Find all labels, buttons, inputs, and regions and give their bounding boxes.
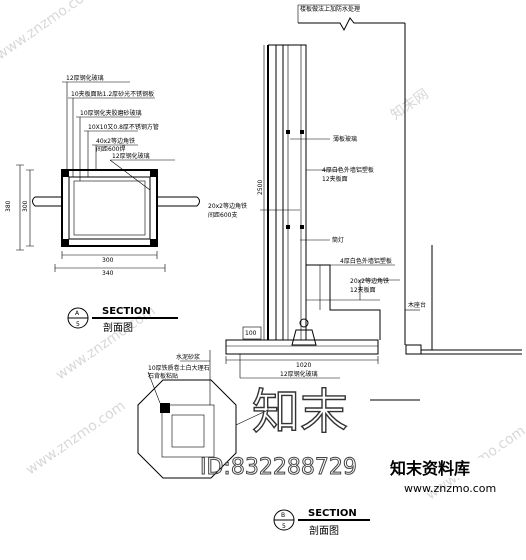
note-b-5: 20x2等边角铁 — [208, 202, 247, 210]
watermark-big-text: 知末 — [252, 384, 348, 440]
note-b-15: 12厚钢化玻璃 — [280, 370, 318, 378]
note-b-9: 20x2等边角铁 — [350, 277, 389, 285]
note-b-2: 薄板玻璃 — [333, 135, 357, 143]
note-b-13: 10厚铁质卷土白大理石 — [148, 364, 210, 372]
section-b-drawing: 楼板做法上加防水处理 2500 薄板玻璃 4厚白色外墙铝塑板 12夹板面 20x… — [208, 4, 522, 379]
section-b-subtitle: 剖面图 — [309, 524, 339, 537]
stone-corner-detail: 水泥砂浆 10厚铁质卷土白大理石 石背板粘贴 — [137, 350, 269, 479]
section-a-marker-number: 5 — [76, 321, 80, 328]
diag-watermark-4: www.znzmo.com — [23, 398, 128, 478]
note-a-7: 12厚钢化玻璃 — [112, 152, 150, 160]
section-a-subtitle: 剖面图 — [103, 321, 133, 334]
section-a-title: A 5 SECTION 剖面图 — [67, 306, 178, 334]
section-b-marker-number: 5 — [282, 523, 286, 530]
note-b-10: 12夹板面 — [350, 286, 376, 294]
diag-watermark-2: 知末网 — [388, 85, 432, 123]
dim-a-height-inner: 300 — [22, 200, 29, 212]
note-a-5: 40x2等边角铁 — [96, 137, 135, 145]
section-b-marker-letter: B — [281, 512, 285, 519]
note-b-8: 4厚白色外墙铝塑板 — [340, 257, 392, 265]
section-b-title: B 5 SECTION 剖面图 — [273, 508, 370, 537]
section-a-marker-letter: A — [75, 310, 80, 317]
section-b-title-text: SECTION — [308, 508, 357, 519]
note-a-1: 12厚钢化玻璃 — [66, 74, 104, 82]
note-b-7: 筒灯 — [332, 236, 344, 244]
dim-a-height-total: 380 — [5, 200, 12, 212]
note-b-6: 间距600支 — [208, 211, 237, 219]
note-b-11: 木座台 — [408, 301, 426, 309]
watermark-url: www.znzmo.com — [404, 482, 496, 495]
note-a-3: 10厚钢化夹胶磨砂玻璃 — [80, 109, 142, 117]
note-b-3: 4厚白色外墙铝塑板 — [322, 166, 374, 174]
note-b-12: 水泥砂浆 — [176, 353, 200, 361]
note-b-14: 石背板粘贴 — [148, 372, 178, 380]
dim-a-width-inner: 300 — [102, 257, 114, 264]
section-a-title-text: SECTION — [102, 306, 151, 317]
diag-watermark-1: www.znzmo.com — [0, 0, 98, 63]
watermark-cn-text: 知末资料库 — [390, 459, 470, 478]
dim-a-width-total: 340 — [102, 270, 114, 277]
dim-b-side: 100 — [245, 330, 257, 337]
section-a-drawing: 380 300 300 340 12厚钢化玻璃 10夹板面贴1.2厚砂光不锈钢板… — [5, 74, 200, 277]
brand-watermark: 知末 ID:832288729 知末资料库 www.znzmo.com — [200, 383, 504, 495]
watermark-id: ID:832288729 — [200, 455, 357, 480]
note-a-2: 10夹板面贴1.2厚砂光不锈钢板 — [71, 90, 154, 98]
note-b-4: 12夹板面 — [322, 175, 348, 183]
dim-b-height: 2500 — [257, 180, 264, 195]
dim-b-width: 1020 — [296, 362, 311, 369]
note-a-6: 间距600焊 — [96, 145, 125, 153]
note-a-4: 10X10又0.8厚不锈钢方管 — [88, 123, 159, 131]
note-b-1: 楼板做法上加防水处理 — [300, 5, 360, 13]
